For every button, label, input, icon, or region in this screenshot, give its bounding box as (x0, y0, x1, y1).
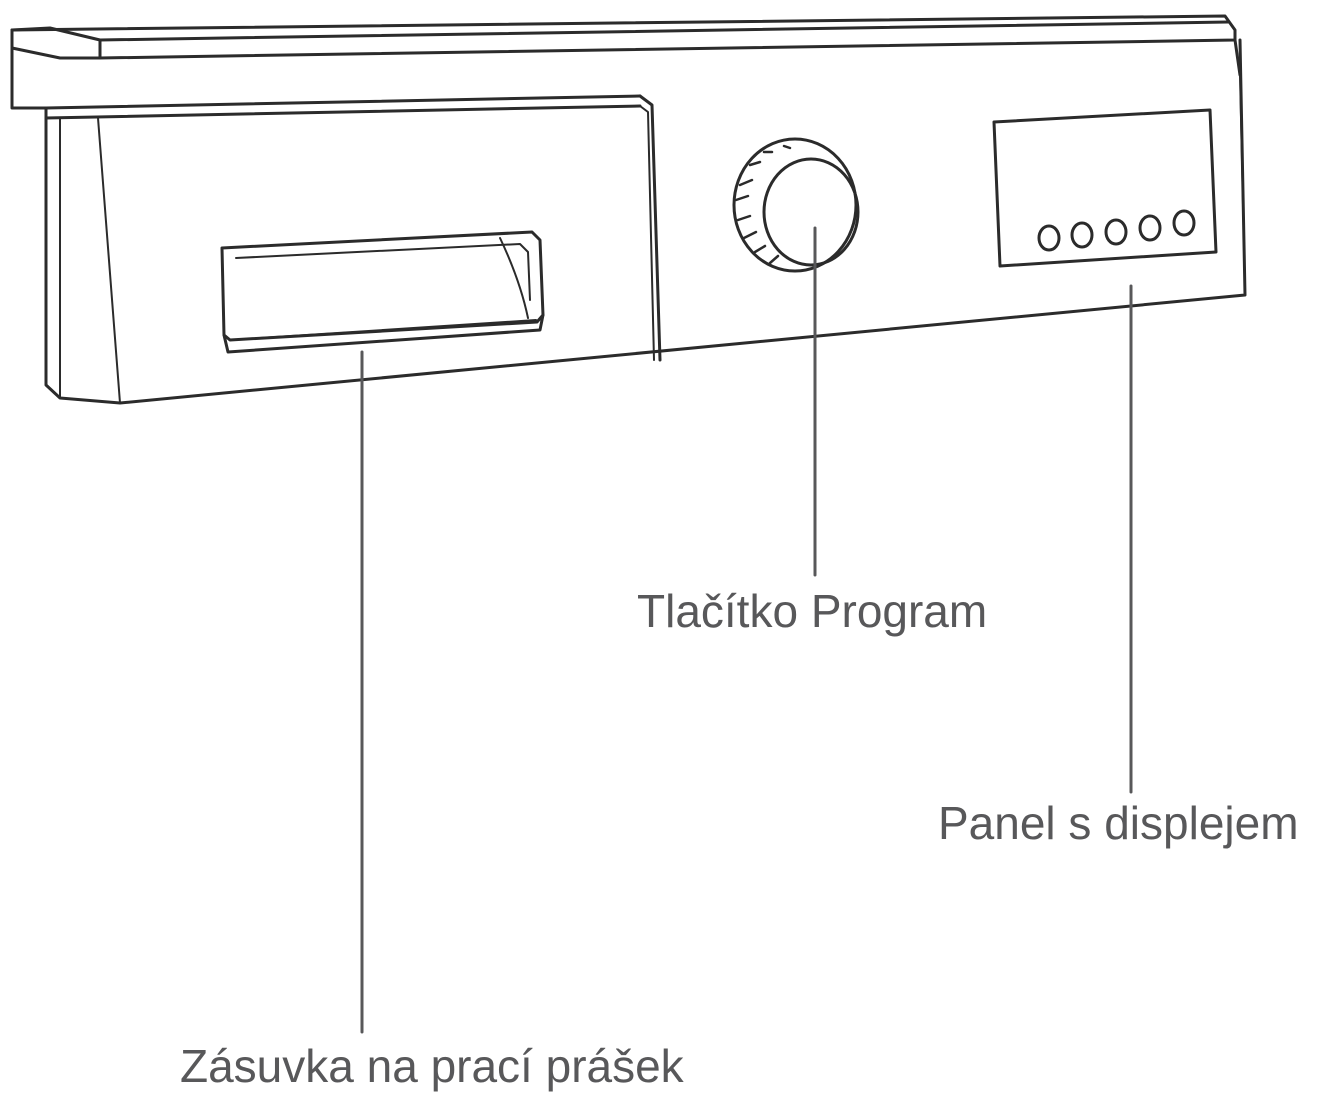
display-panel-label: Panel s displejem (938, 797, 1299, 849)
display-button-3 (1104, 218, 1128, 246)
leader-lines (360, 226, 1133, 1034)
display-panel-drawing (992, 108, 1218, 268)
display-button-4 (1138, 214, 1162, 242)
program-button-label: Tlačítko Program (637, 585, 988, 637)
display-button-5 (1172, 209, 1196, 237)
detergent-drawer (220, 94, 662, 362)
display-button-2 (1070, 221, 1094, 249)
drawer-handle (220, 230, 545, 342)
detergent-drawer-label: Zásuvka na prací prášek (180, 1040, 684, 1092)
front-fascia (44, 38, 1247, 405)
program-knob (732, 137, 860, 273)
top-lid (10, 14, 1237, 110)
display-button-1 (1037, 224, 1061, 252)
